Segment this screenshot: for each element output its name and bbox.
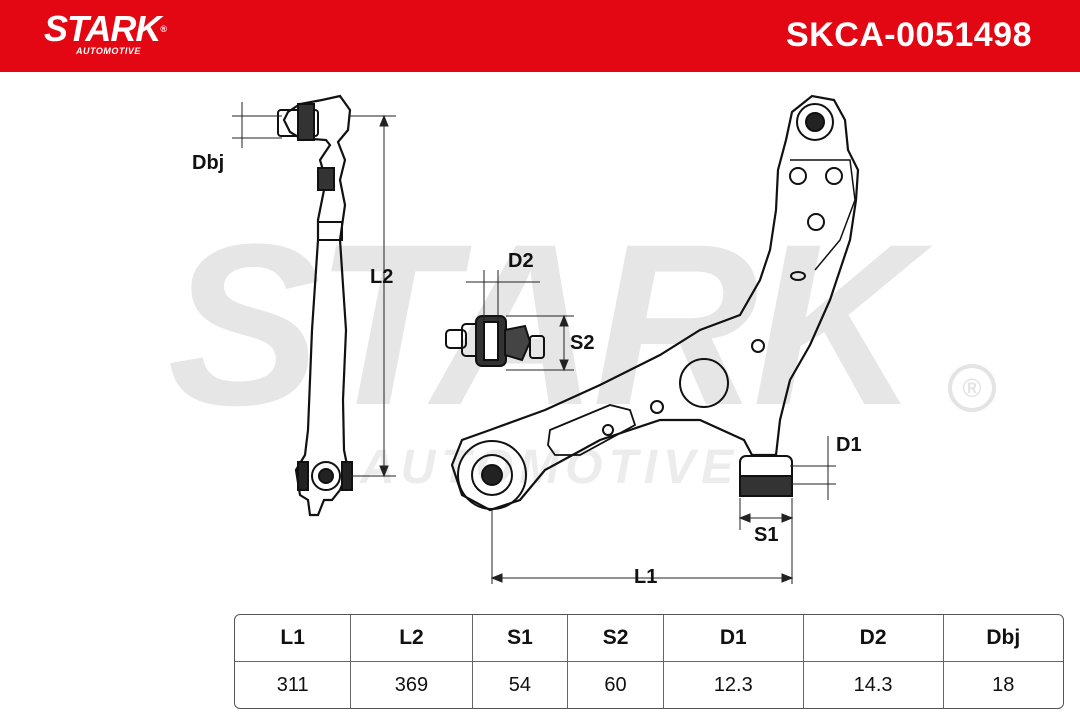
spec-header-row: L1 L2 S1 S2 D1 D2 Dbj	[235, 615, 1063, 662]
arm-top-view	[450, 94, 860, 512]
label-s2: S2	[570, 332, 595, 354]
label-dbj: Dbj	[192, 152, 225, 174]
watermark-subtext: AUTOMOTIVE	[360, 441, 740, 494]
label-d1: D1	[836, 434, 862, 456]
spec-value-cell: 14.3	[804, 662, 944, 708]
spec-header-cell: S1	[472, 615, 569, 662]
label-l1: L1	[634, 566, 658, 588]
header-bar: STARK® AUTOMOTIVE SKCA-0051498	[0, 0, 1080, 72]
spec-header-cell: Dbj	[943, 615, 1063, 662]
arm-side-view	[277, 94, 353, 517]
watermark-text: STARK	[167, 196, 918, 453]
spec-value-row: 311 369 54 60 12.3 14.3 18	[235, 662, 1063, 708]
spec-header-cell: L1	[235, 615, 352, 662]
spec-table: L1 L2 S1 S2 D1 D2 Dbj 311 369 54 60 12.3…	[234, 614, 1064, 709]
spec-header-cell: S2	[568, 615, 664, 662]
spec-value-cell: 18	[992, 673, 1015, 696]
spec-value-cell: 369	[351, 662, 473, 708]
spec-value-cell: 54	[473, 662, 569, 708]
spec-value-cell: 60	[568, 662, 664, 708]
spec-header-cell: D2	[803, 615, 944, 662]
spec-value-cell: 311	[235, 662, 352, 708]
bushing-detail	[445, 315, 545, 367]
label-l2: L2	[370, 266, 394, 288]
logo-text: STARK	[44, 8, 161, 49]
stark-logo: STARK® AUTOMOTIVE	[44, 8, 167, 57]
logo-subtext: AUTOMOTIVE	[76, 46, 141, 56]
logo-registered-mark: ®	[160, 24, 167, 34]
spec-value-cell: 12.3	[664, 662, 804, 708]
part-number: SKCA-0051498	[785, 16, 1032, 54]
technical-drawing	[232, 94, 860, 584]
label-d2: D2	[508, 250, 534, 272]
label-s1: S1	[754, 524, 779, 546]
spec-header-cell: D1	[663, 615, 804, 662]
watermark-registered-icon: ®	[948, 364, 996, 412]
spec-header-cell: L2	[351, 615, 473, 662]
